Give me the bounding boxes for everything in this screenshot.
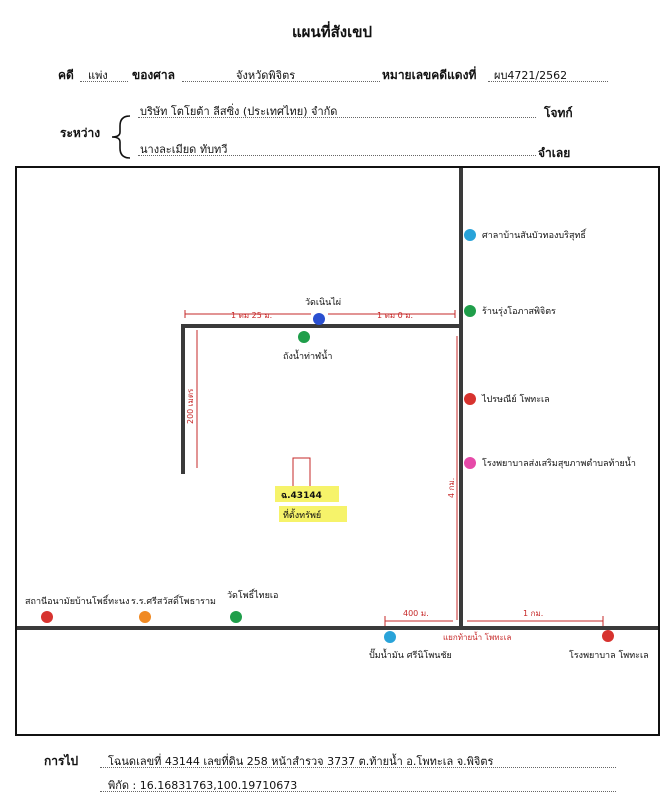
case-label: คดี: [58, 68, 74, 82]
brace-icon: [111, 115, 131, 159]
post-office-marker: [464, 393, 476, 405]
deed-highlight: [275, 486, 339, 502]
property-note: ที่ตั้งทรัพย์: [283, 508, 321, 521]
hospital-label: โรงพยาบาล โพทะเล: [569, 650, 649, 661]
distance-bottom-right: 1 กม.: [523, 609, 543, 618]
hospital-promo-marker: [464, 457, 476, 469]
well-label: ถังน้ำท่าฬน้ำ: [283, 349, 332, 362]
distance-bottom-left: 400 ม.: [403, 609, 429, 618]
red-case-label: หมายเลขคดีแดงที่: [382, 68, 477, 82]
shop-label: ร้านรุ่งโอภาสพิจิตร: [482, 306, 556, 317]
distance-right-vertical: 4 กม.: [447, 478, 456, 498]
temple-top-marker: [313, 313, 325, 325]
hospital-marker: [602, 630, 614, 642]
case-dotline: [80, 81, 128, 82]
route-label: การไป: [44, 754, 79, 768]
health-station-label: สถานีอนามัยบ้านโพธิ์ทะนง: [25, 594, 129, 607]
plaintiff-role: โจทก์: [544, 106, 573, 120]
sketch-map: 1 ตม 25 ม. 1 ตม 0 ม. 200 เมตร 4 กม. 400 …: [17, 168, 658, 661]
defendant-name: นางละเมียด ทับทวี: [140, 143, 228, 156]
well-marker: [298, 331, 310, 343]
gas-station-marker: [384, 631, 396, 643]
case-value: แพ่ง: [88, 69, 108, 82]
hospital-promo-label: โรงพยาบาลส่งเสริมสุขภาพตำบลท้ายน้ำ: [482, 456, 636, 469]
health-station-marker: [41, 611, 53, 623]
defendant-dotline: [138, 155, 536, 156]
deed-label: ฉ.43144: [281, 491, 322, 501]
junction-label: แยกท้ายน้ำ โพทะเล: [443, 631, 512, 642]
defendant-role: จำเลย: [538, 146, 571, 160]
gas-station-label: ปั๊มน้ำมัน ศรีนิโพนชัย: [369, 648, 452, 661]
page-title: แผนที่สังเขป: [292, 23, 372, 41]
distance-right-top: 1 ตม 0 ม.: [377, 311, 413, 320]
map-frame: 1 ตม 25 ม. 1 ตม 0 ม. 200 เมตร 4 กม. 400 …: [15, 166, 660, 736]
temple-top-label: วัดเนินไผ่: [305, 297, 341, 308]
coordinates-text: พิกัด : 16.16831763,100.19710673: [108, 779, 298, 792]
between-label: ระหว่าง: [60, 126, 101, 140]
route-dotline: [100, 767, 616, 768]
school-marker: [139, 611, 151, 623]
measure-lines: [184, 310, 604, 626]
water-office-label: ศาลาบ้านสันบัวทองบริสุทธิ์: [482, 228, 587, 241]
property-plot: [292, 457, 311, 489]
temple-bottom-label: วัดโพธิ์ไทยเอ: [227, 588, 278, 601]
water-office-marker: [464, 229, 476, 241]
temple-bottom-marker: [230, 611, 242, 623]
distance-left-top: 1 ตม 25 ม.: [231, 311, 272, 320]
post-office-label: ไปรษณีย์ โพทะเล: [481, 393, 550, 405]
note-highlight: [279, 506, 347, 522]
plaintiff-dotline: [138, 117, 536, 118]
school-label: ร.ร.ศรีสวัสดิ์โพธาราม: [131, 594, 216, 607]
court-dotline: [182, 81, 380, 82]
red-case-value: ผบ4721/2562: [494, 69, 568, 82]
distance-left-vertical: 200 เมตร: [186, 388, 195, 424]
red-case-dotline: [488, 81, 608, 82]
plaintiff-name: บริษัท โตโยต้า ลีสซิ่ง (ประเทศไทย) จำกัด: [140, 105, 338, 118]
court-value: จังหวัดพิจิตร: [236, 69, 296, 82]
court-label: ของศาล: [132, 68, 175, 82]
shop-marker: [464, 305, 476, 317]
coordinates-dotline: [100, 791, 616, 792]
route-text: โฉนดเลขที่ 43144 เลขที่ดิน 258 หน้าสำรวจ…: [108, 755, 494, 768]
